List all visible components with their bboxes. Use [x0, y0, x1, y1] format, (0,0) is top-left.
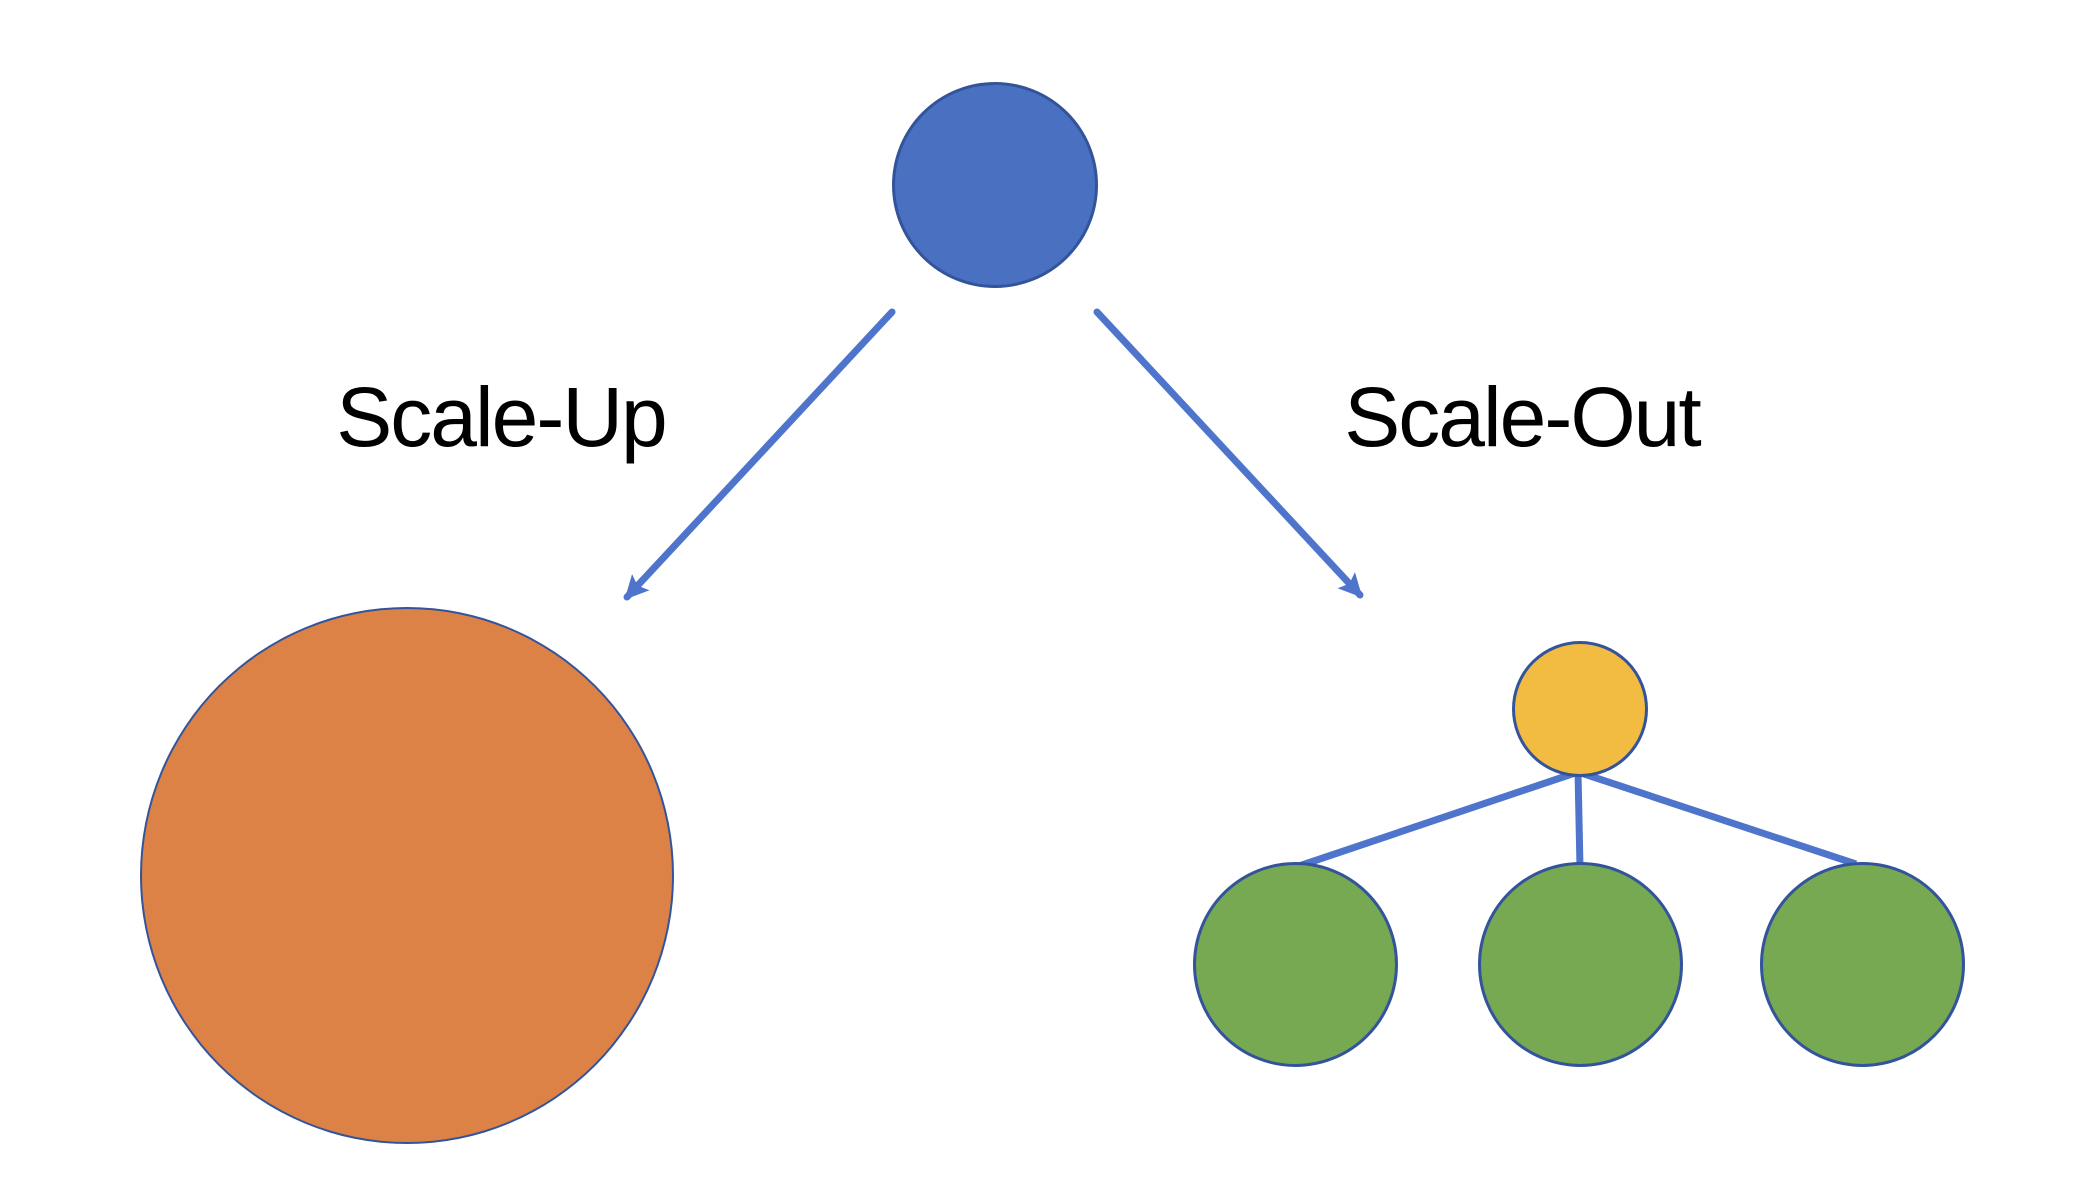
coordinator-node-circle	[1512, 641, 1648, 777]
cluster-link-right	[1576, 768, 1858, 868]
scale-up-node-circle	[140, 607, 674, 1144]
scale-out-label: Scale-Out	[1344, 370, 1701, 464]
worker-node-circle	[1760, 862, 1965, 1067]
cluster-link-middle	[1574, 771, 1584, 869]
cluster-link-left	[1297, 768, 1580, 870]
worker-node-circle	[1193, 862, 1398, 1067]
worker-node-circle	[1478, 862, 1683, 1067]
scale-up-arrow	[623, 308, 896, 601]
scale-up-label: Scale-Up	[336, 370, 667, 464]
root-node-circle	[892, 82, 1098, 288]
scale-out-arrow	[1093, 308, 1364, 599]
